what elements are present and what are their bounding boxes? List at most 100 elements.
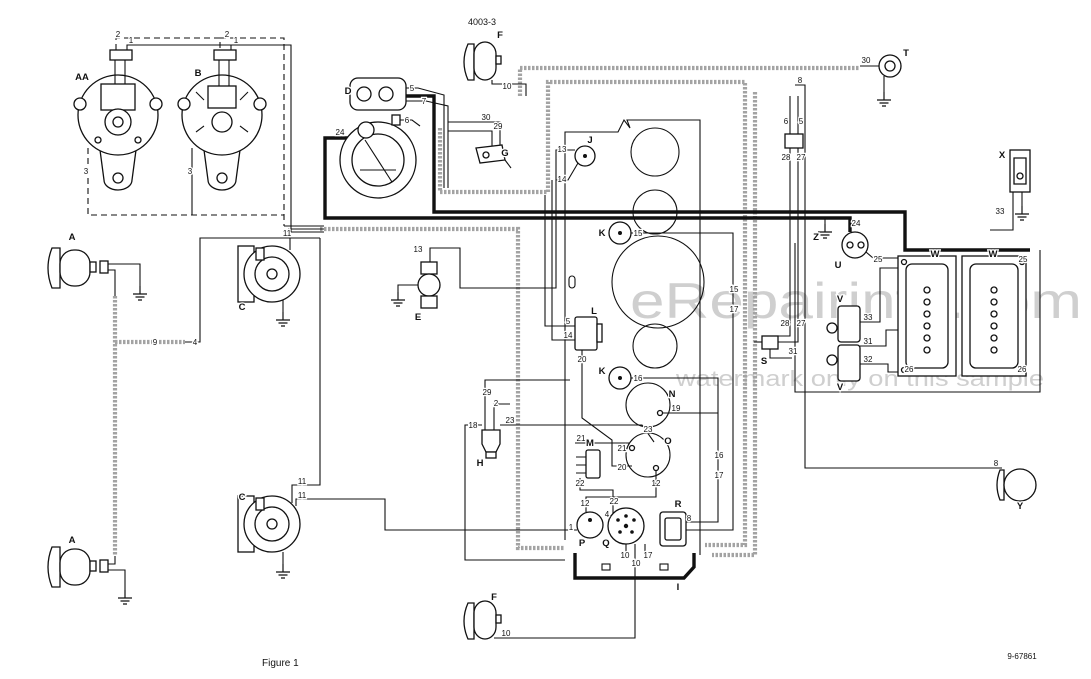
wire-number-label: 27 [797, 319, 806, 328]
alternator-aa [73, 49, 163, 191]
wire-5-starter [400, 87, 445, 188]
component-label: T [903, 48, 909, 59]
gauge-k-lower [608, 366, 632, 390]
relay-v-upper [826, 305, 861, 343]
wire-number-label: 2 [225, 30, 230, 39]
wire-7-starter [400, 100, 449, 188]
alternator-aa-connector [109, 49, 133, 61]
ground-symbol [817, 223, 833, 239]
wire-number-label: 26 [1018, 365, 1027, 374]
wire-number-label: 20 [578, 355, 587, 364]
wire-18 [464, 424, 565, 561]
ground-symbol [275, 563, 291, 579]
ground-symbol [275, 311, 291, 327]
wire-11-lower-a [291, 238, 321, 503]
component-label: C [239, 492, 246, 503]
wire-number-label: 31 [789, 347, 798, 356]
gauge-k-upper [608, 221, 632, 245]
wire-number-label: 5 [410, 84, 415, 93]
alternator-b-connector [213, 49, 237, 61]
component-label: I [677, 582, 680, 593]
wire-number-label: 23 [506, 416, 515, 425]
wire-number-label: 16 [634, 374, 643, 383]
component-label: L [591, 306, 597, 317]
wire-number-label: 4 [193, 338, 198, 347]
wire-number-label: 21 [618, 444, 627, 453]
switch-x [1009, 149, 1031, 193]
wire-number-label: 8 [994, 459, 999, 468]
wire-number-label: 13 [414, 245, 423, 254]
battery-w-left [897, 255, 957, 377]
wire-33-v [860, 267, 898, 323]
wire-number-label: 30 [862, 56, 871, 65]
wire-number-label: 8 [798, 76, 803, 85]
component-c-lower [237, 495, 301, 553]
component-label: V [837, 294, 844, 305]
wire-number-label: 1 [234, 36, 239, 45]
ground-symbol [132, 285, 148, 301]
component-label: S [761, 356, 767, 367]
wire-number-label: 19 [672, 404, 681, 413]
wire-3-aa [87, 148, 284, 216]
wire-number-label: 8 [687, 514, 692, 523]
wire-number-label: 15 [634, 229, 643, 238]
component-label: O [664, 436, 671, 447]
wire-number-label: 32 [864, 355, 873, 364]
wire-number-label: 14 [564, 331, 573, 340]
wire-number-label: 17 [644, 551, 653, 560]
component-label: V [837, 382, 844, 393]
wire-number-label: 4 [605, 510, 610, 519]
wire-number-label: 16 [715, 451, 724, 460]
drawing-code: 4003-3 [468, 17, 496, 27]
wire-number-label: 29 [483, 388, 492, 397]
wire-number-label: 31 [864, 337, 873, 346]
wire-number-label: 33 [864, 313, 873, 322]
wire-number-label: 26 [905, 365, 914, 374]
wire-4 [185, 237, 320, 343]
wire-13 [429, 149, 575, 289]
component-label: A [69, 535, 76, 546]
component-l [574, 316, 603, 351]
harness-main [320, 226, 565, 551]
wire-number-label: 22 [576, 479, 585, 488]
wire-11-lower-b [295, 498, 577, 531]
wire-1-alternators [126, 44, 292, 232]
component-label: E [415, 312, 421, 323]
wire-number-label: 2 [494, 399, 499, 408]
wire-number-label: 22 [610, 497, 619, 506]
wire-14-l [551, 180, 575, 341]
inline-connector [784, 133, 804, 149]
lamp-f-upper [463, 41, 502, 81]
component-t [878, 54, 902, 78]
wire-number-label: 33 [996, 207, 1005, 216]
wire-25-u [865, 251, 898, 259]
wire-2-alternators [115, 37, 285, 226]
component-label: N [669, 389, 676, 400]
switch-s [754, 335, 779, 350]
starter-motor-d [339, 77, 417, 199]
wire-8 [795, 84, 1002, 469]
headlamp-a-lower [47, 546, 109, 588]
wire-2-h [493, 403, 510, 430]
wire-16-17 [631, 377, 719, 523]
wire-number-label: 11 [298, 491, 307, 500]
wire-number-label: 11 [283, 229, 292, 238]
switch-q [607, 507, 645, 545]
wire-number-label: 30 [482, 113, 491, 122]
ground-symbol [876, 91, 892, 107]
harness-top [517, 65, 860, 96]
wire-number-label: 6 [784, 117, 789, 126]
wire-30-g [448, 121, 501, 146]
battery-box [794, 243, 1041, 393]
wire-29-h [484, 379, 570, 430]
wire-number-label: 10 [502, 629, 511, 638]
wire-number-label: 21 [577, 434, 586, 443]
harness-engine-right [712, 92, 758, 558]
cable-25 [393, 94, 1030, 252]
wire-32-v [860, 363, 898, 373]
wire-number-label: 24 [852, 219, 861, 228]
component-label: F [491, 592, 497, 603]
component-label: C [239, 302, 246, 313]
